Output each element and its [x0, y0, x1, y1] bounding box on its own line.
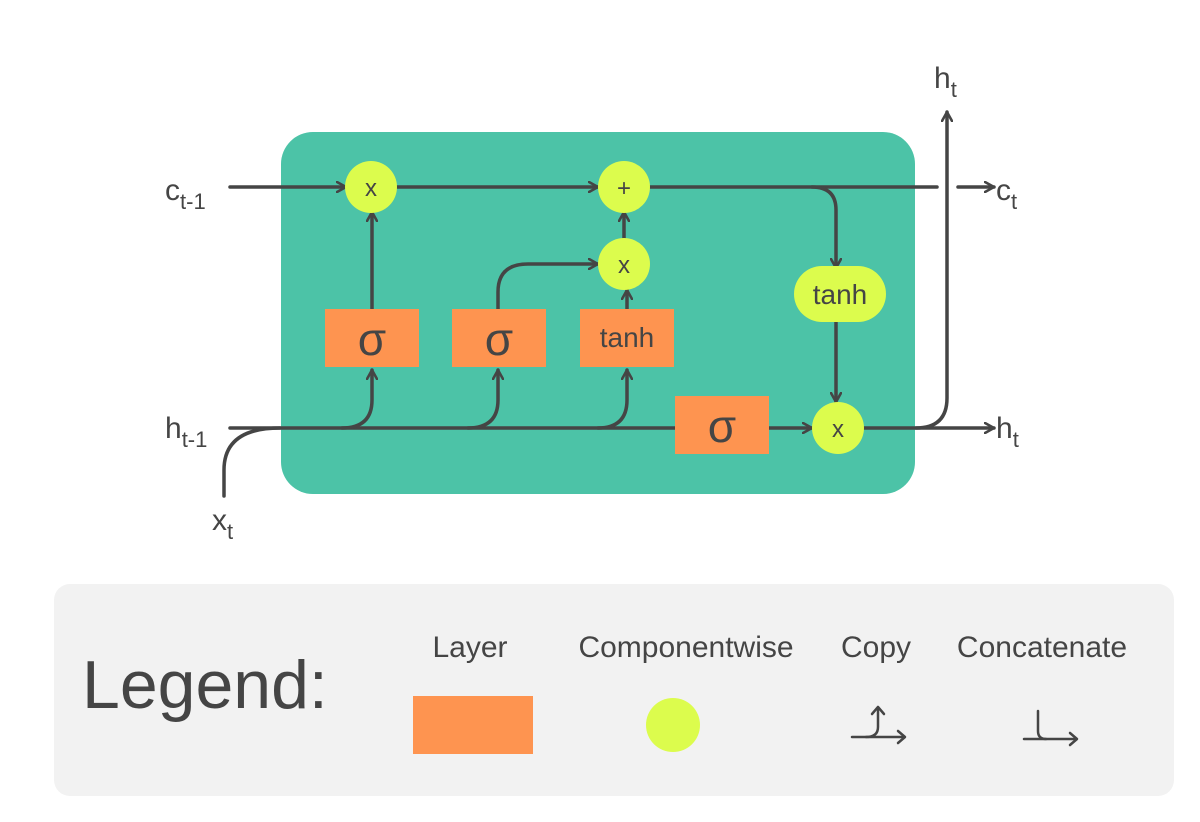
input-mult-label: x — [618, 252, 630, 279]
cell-tanh-label: tanh — [813, 279, 868, 310]
x-input-label: xt — [212, 504, 233, 544]
c-prev-label: ct-1 — [165, 174, 206, 214]
h-prev-label: ht-1 — [165, 412, 207, 452]
legend-copy-icon — [850, 705, 907, 745]
pointwise-ops: x + x x tanh — [345, 161, 886, 454]
layers: σ σ tanh σ — [325, 309, 769, 454]
input-gate-to-mult — [496, 264, 600, 312]
legend: Legend: Layer Componentwise Copy Concate… — [54, 584, 1174, 796]
input-mult-node — [598, 238, 650, 290]
legend-componentwise-swatch — [646, 698, 700, 752]
io-labels: ct-1 ht-1 xt ct ht ht — [165, 62, 1019, 544]
legend-concatenate-icon — [1022, 709, 1079, 747]
forget-mult-node — [345, 161, 397, 213]
input-gate-label: σ — [485, 313, 513, 365]
legend-panel — [54, 584, 1174, 796]
legend-layer-swatch — [413, 696, 533, 754]
forget-gate-layer — [325, 309, 419, 367]
output-gate-label: σ — [708, 400, 736, 452]
legend-concatenate-label: Concatenate — [957, 631, 1127, 664]
legend-componentwise-label: Componentwise — [578, 631, 793, 664]
forget-mult-label: x — [365, 175, 377, 202]
legend-layer-label: Layer — [432, 631, 507, 664]
candidate-label: tanh — [600, 322, 655, 353]
forget-gate-label: σ — [358, 313, 386, 365]
bus-to-candidate — [596, 368, 627, 430]
bus-to-forget-gate — [340, 368, 372, 430]
connections — [222, 110, 996, 498]
h-out-label: ht — [996, 412, 1019, 452]
cell-tanh-node — [794, 266, 886, 322]
bus-to-input-gate — [466, 368, 498, 430]
output-mult-node — [812, 402, 864, 454]
h-copy-up — [914, 110, 947, 430]
c-out-label: ct — [996, 174, 1017, 214]
candidate-layer — [580, 309, 674, 367]
output-mult-label: x — [832, 416, 844, 443]
input-gate-layer — [452, 309, 546, 367]
output-gate-layer — [675, 396, 769, 454]
legend-title: Legend: — [82, 647, 328, 723]
legend-copy-label: Copy — [841, 631, 911, 664]
add-label: + — [617, 175, 631, 202]
h-top-label: ht — [934, 62, 957, 102]
x-input-curve — [222, 426, 282, 498]
add-node — [598, 161, 650, 213]
c-to-tanh — [810, 185, 836, 270]
